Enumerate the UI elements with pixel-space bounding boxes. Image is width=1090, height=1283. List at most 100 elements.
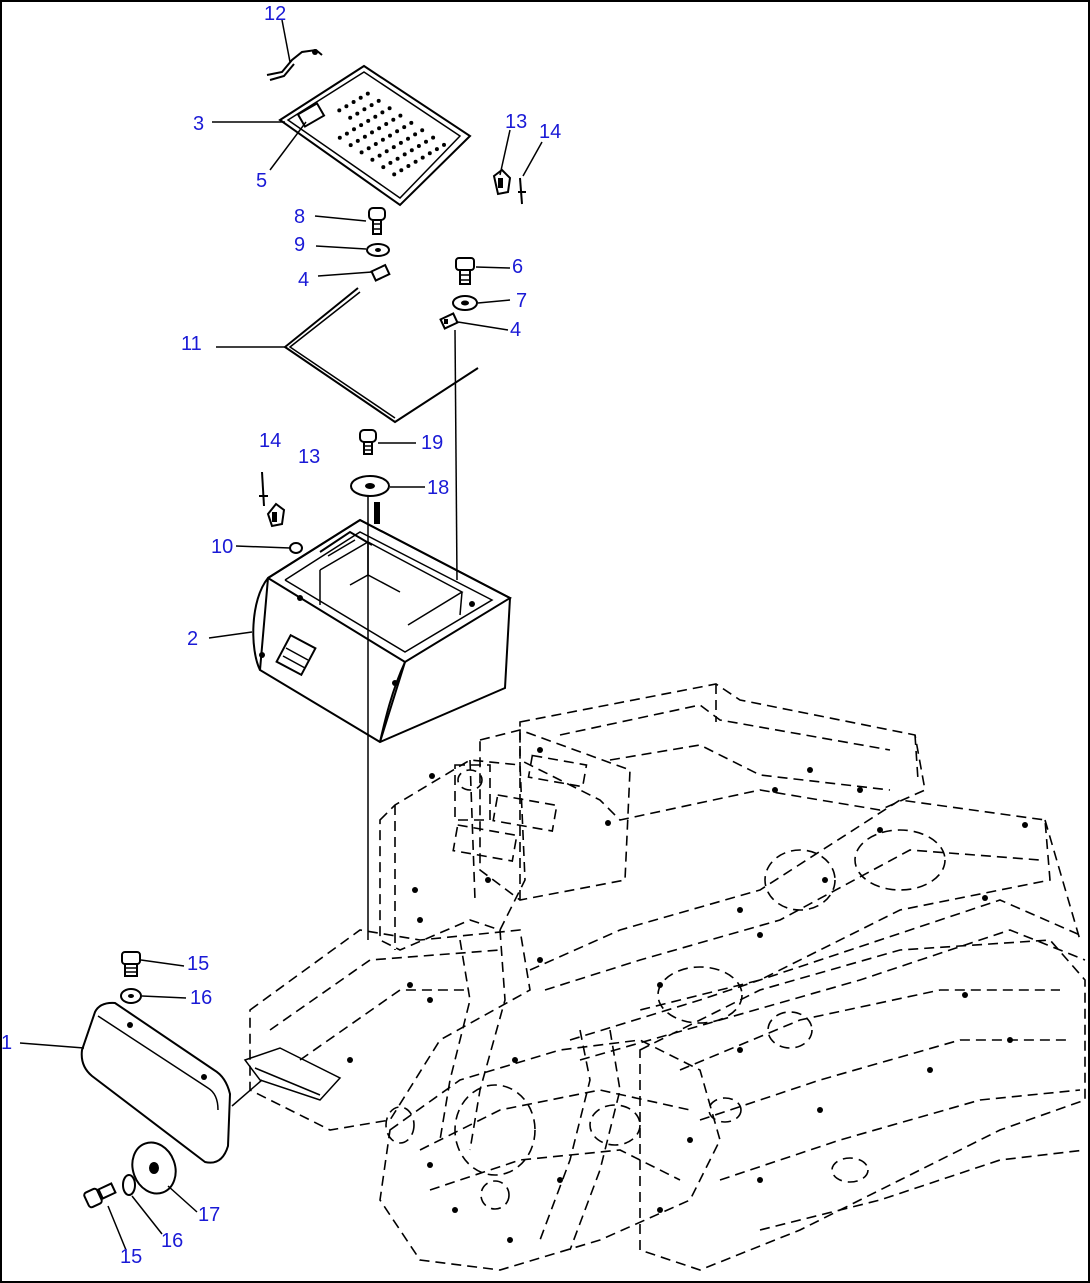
callout-5: 5 <box>256 170 267 192</box>
perforation-hole <box>424 139 428 144</box>
callout-4-right: 4 <box>510 319 521 341</box>
machine-frame <box>243 683 1086 1271</box>
perforation-hole <box>370 130 374 135</box>
perforation-hole <box>358 95 363 100</box>
part-14-pin-left <box>261 471 265 507</box>
perforation-hole <box>362 107 367 112</box>
perforation-hole <box>399 168 404 173</box>
perforation-hole <box>376 98 381 103</box>
perforation-hole <box>344 104 349 109</box>
callout-19: 19 <box>421 432 443 454</box>
perforation-hole <box>377 153 382 158</box>
callout-15-lower: 15 <box>120 1246 142 1268</box>
perforation-hole <box>384 122 389 126</box>
callout-13-right: 13 <box>505 111 527 133</box>
perforation-hole <box>431 135 436 140</box>
part-2-box-housing <box>252 502 513 744</box>
perforation-hole <box>427 151 432 156</box>
callout-17: 17 <box>198 1204 220 1226</box>
callout-6: 6 <box>512 256 523 278</box>
callout-4-upper: 4 <box>298 269 309 291</box>
perforation-hole <box>413 132 418 137</box>
perforation-hole <box>409 120 414 125</box>
callout-11: 11 <box>181 333 202 355</box>
perforation-hole <box>348 115 353 120</box>
part-4-nut-upper <box>370 263 391 282</box>
perforation-hole <box>369 103 374 108</box>
part-5-label <box>296 102 326 128</box>
callout-15-upper: 15 <box>187 953 209 975</box>
perforation-hole <box>337 108 342 113</box>
perforation-hole <box>387 106 392 111</box>
perforation-hole <box>377 126 382 131</box>
callout-16-upper: 16 <box>190 987 212 1009</box>
part-1-side-cover <box>80 1001 232 1164</box>
callout-9: 9 <box>294 234 305 256</box>
perforation-hole <box>416 144 421 148</box>
perforation-hole <box>391 145 396 150</box>
callout-3: 3 <box>193 113 204 135</box>
perforation-hole <box>395 129 400 134</box>
perforation-hole <box>392 172 397 177</box>
callout-10: 10 <box>211 536 233 558</box>
perforation-hole <box>413 159 418 164</box>
perforation-hole <box>391 117 396 122</box>
perforation-hole <box>366 118 371 123</box>
perforation-hole <box>351 100 356 104</box>
callout-7: 7 <box>516 290 527 312</box>
perforation-hole <box>352 127 356 132</box>
callout-12: 12 <box>264 3 286 25</box>
callout-labels: 12 3 5 13 14 8 9 4 6 7 4 11 19 14 13 18 … <box>1 3 561 1268</box>
callout-14-right: 14 <box>539 121 561 143</box>
perforation-hole <box>420 155 425 160</box>
part-10-screw <box>289 542 303 554</box>
perforation-hole <box>380 110 385 115</box>
perforation-hole <box>355 111 360 116</box>
callout-13-left: 13 <box>298 446 320 468</box>
perforation-hole <box>359 150 364 155</box>
perforation-hole <box>398 113 403 118</box>
part-6-bolt <box>455 257 475 285</box>
part-12-rod <box>266 48 323 81</box>
perforation-hole <box>381 165 386 170</box>
perforation-hole <box>395 156 400 161</box>
perforation-hole <box>370 157 375 162</box>
perforation-hole <box>355 138 360 143</box>
part-19-bolt <box>359 429 377 455</box>
callout-18: 18 <box>427 477 449 499</box>
callout-16-lower: 16 <box>161 1230 183 1252</box>
part-16-washer-lower <box>122 1174 136 1196</box>
perforation-hole <box>380 137 385 142</box>
perforation-hole <box>373 114 378 119</box>
callout-1: 1 <box>1 1032 12 1054</box>
perforation-hole <box>359 123 364 128</box>
perforation-hole <box>365 91 370 96</box>
perforation-hole <box>420 128 425 133</box>
callout-2: 2 <box>187 628 198 650</box>
perforation-hole <box>362 134 367 139</box>
perforation-hole <box>337 135 342 140</box>
part-3-perforated-plate <box>278 64 472 207</box>
perforation-hole <box>442 142 446 147</box>
part-8-bolt <box>368 207 386 235</box>
part-15-bolt-upper <box>121 951 141 977</box>
perforation-hole <box>348 143 353 148</box>
perforation-hole <box>384 149 389 154</box>
perforation-hole <box>388 160 393 165</box>
callout-14-left: 14 <box>259 430 281 452</box>
perforation-hole <box>373 142 378 146</box>
part-15-bolt-lower <box>83 1182 117 1209</box>
part-4-nut-right <box>439 312 459 330</box>
assembly-lines <box>19 19 543 1251</box>
perforation-hole <box>406 136 410 141</box>
perforation-hole <box>398 140 403 145</box>
perforation-hole <box>366 146 371 151</box>
perforation-hole <box>406 164 411 168</box>
perforation-hole <box>344 131 349 136</box>
part-11-gasket <box>283 287 479 424</box>
perforation-hole <box>388 133 392 138</box>
perforation-hole <box>402 152 407 157</box>
